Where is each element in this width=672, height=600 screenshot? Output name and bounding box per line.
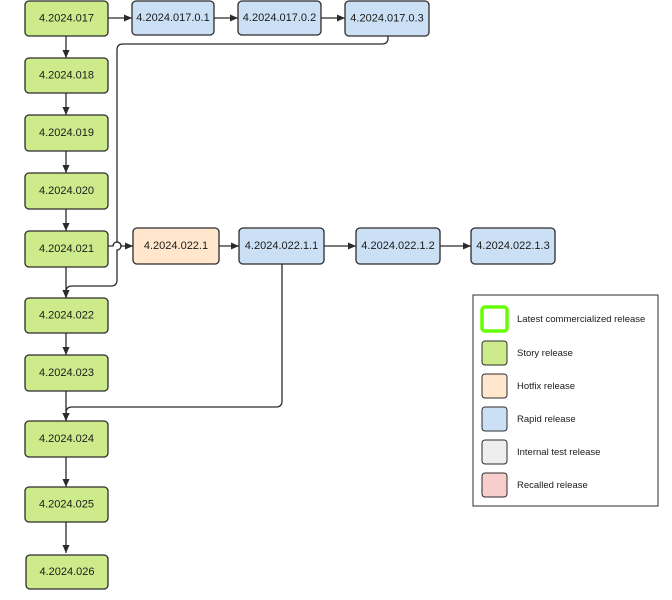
legend-label-rapid: Rapid release xyxy=(517,414,576,425)
node-label: 4.2024.017.0.3 xyxy=(350,12,423,24)
node-label: 4.2024.025 xyxy=(39,498,94,510)
node-4-2024-023[interactable]: 4.2024.023 xyxy=(24,354,109,392)
node-4-2024-022-1-2[interactable]: 4.2024.022.1.2 xyxy=(355,227,441,265)
node-label: 4.2024.023 xyxy=(39,367,94,379)
legend-label-latest: Latest commercialized release xyxy=(517,314,645,325)
node-4-2024-019[interactable]: 4.2024.019 xyxy=(24,114,109,152)
legend-label-recalled: Recalled release xyxy=(517,480,588,491)
node-label: 4.2024.018 xyxy=(39,69,94,81)
node-4-2024-024[interactable]: 4.2024.024 xyxy=(24,420,109,458)
legend-item-recalled: Recalled release xyxy=(481,472,588,498)
node-4-2024-022-1-3[interactable]: 4.2024.022.1.3 xyxy=(470,227,556,265)
legend-item-hotfix: Hotfix release xyxy=(481,373,575,399)
edge-02211-024 xyxy=(62,264,283,421)
node-4-2024-020[interactable]: 4.2024.020 xyxy=(24,172,109,210)
edge-021-0221 xyxy=(108,241,133,250)
node-4-2024-017[interactable]: 4.2024.017 xyxy=(24,0,109,37)
node-label: 4.2024.022.1.3 xyxy=(476,240,549,252)
node-4-2024-022-1[interactable]: 4.2024.022.1 xyxy=(132,227,220,265)
legend-item-internal: Internal test release xyxy=(481,439,600,465)
node-label: 4.2024.026 xyxy=(39,566,94,578)
node-label: 4.2024.017.0.2 xyxy=(243,12,316,24)
node-label: 4.2024.019 xyxy=(39,127,94,139)
node-4-2024-026[interactable]: 4.2024.026 xyxy=(25,554,109,590)
node-label: 4.2024.022.1.2 xyxy=(361,240,434,252)
node-4-2024-017-0-1[interactable]: 4.2024.017.0.1 xyxy=(131,0,215,36)
nodes: 4.2024.017 4.2024.018 4.2024.019 4.2024.… xyxy=(24,0,556,590)
node-4-2024-017-0-3[interactable]: 4.2024.017.0.3 xyxy=(344,0,430,37)
legend-item-story: Story release xyxy=(481,340,573,366)
legend-label-story: Story release xyxy=(517,348,573,359)
legend-item-rapid: Rapid release xyxy=(481,406,576,432)
legend-label-hotfix: Hotfix release xyxy=(517,381,575,392)
node-label: 4.2024.022.1.1 xyxy=(245,240,318,252)
node-label: 4.2024.020 xyxy=(39,185,94,197)
node-label: 4.2024.022.1 xyxy=(144,240,208,252)
node-label: 4.2024.022 xyxy=(39,309,94,321)
edge-0173-022 xyxy=(62,36,389,298)
node-label: 4.2024.017 xyxy=(39,12,94,24)
node-label: 4.2024.024 xyxy=(39,433,94,445)
node-4-2024-022-1-1[interactable]: 4.2024.022.1.1 xyxy=(238,227,325,265)
node-4-2024-025[interactable]: 4.2024.025 xyxy=(24,486,109,523)
legend-item-latest: Latest commercialized release xyxy=(480,305,645,333)
edges xyxy=(62,14,471,553)
node-label: 4.2024.017.0.1 xyxy=(136,12,209,24)
legend: Latest commercialized release Story rele… xyxy=(472,294,659,507)
legend-label-internal: Internal test release xyxy=(517,447,600,458)
node-4-2024-017-0-2[interactable]: 4.2024.017.0.2 xyxy=(237,0,322,36)
node-4-2024-022[interactable]: 4.2024.022 xyxy=(24,297,109,334)
node-4-2024-018[interactable]: 4.2024.018 xyxy=(24,57,109,94)
node-label: 4.2024.021 xyxy=(39,243,94,255)
node-4-2024-021[interactable]: 4.2024.021 xyxy=(24,230,109,268)
